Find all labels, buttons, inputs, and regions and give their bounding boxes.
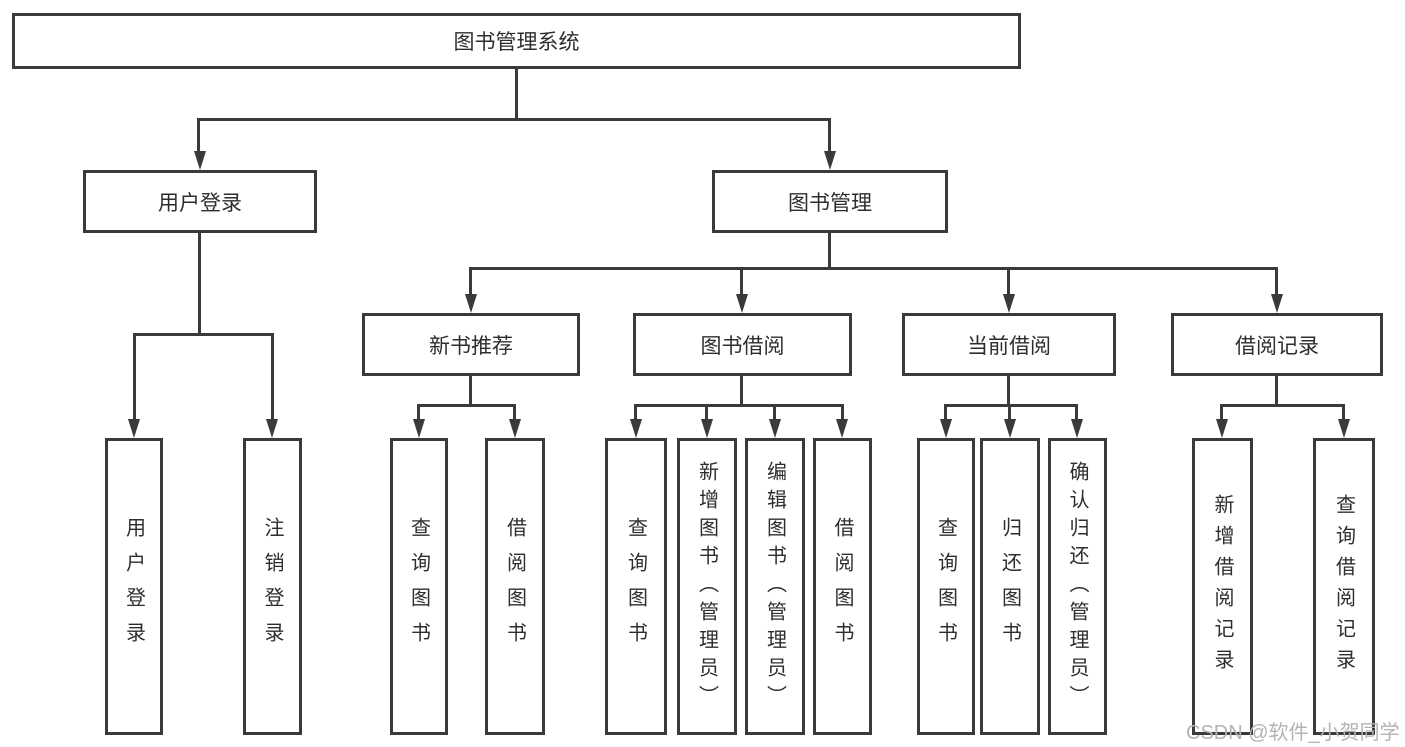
arrowhead-down [701,419,713,438]
arrowhead-down [1003,294,1015,313]
connector-line [271,333,274,420]
connector-line [133,333,274,336]
arrowhead-down [940,419,952,438]
connector-line [828,233,831,270]
node-root-label: 图书管理系统 [453,31,580,54]
connector-line [740,267,743,296]
node-book-borrow-label: 图书借阅 [700,334,785,358]
connector-line [199,118,831,121]
connector-line [1275,267,1278,296]
arrowhead-down [194,151,206,170]
connector-line [515,69,518,119]
connector-line [470,267,1278,270]
connector-line [469,376,472,407]
connector-line [1220,404,1223,421]
leaf-add-book-admin: 新增图书（管理员） [677,438,737,735]
connector-line [513,404,516,421]
connector-line [828,118,831,154]
node-new-book-recommend-label: 新书推荐 [429,334,513,358]
connector-line [740,376,743,407]
node-book-management: 图书管理 [712,170,948,233]
arrowhead-down [1216,419,1228,438]
leaf-label: 编辑图书（管理员） [763,460,786,713]
node-user-login-label: 用户登录 [158,191,242,215]
connector-line [946,404,1078,407]
connector-line [1007,267,1010,296]
connector-line [705,404,708,421]
connector-line [1007,376,1010,407]
connector-line [469,267,472,296]
leaf-logout: 注销登录 [243,438,302,735]
leaf-label: 新增图书（管理员） [695,460,718,713]
leaf-query-book-1: 查询图书 [390,438,448,735]
leaf-label: 注销登录 [261,516,283,657]
leaf-label: 查询图书 [934,516,957,657]
node-borrow-record: 借阅记录 [1171,313,1383,376]
connector-line [636,404,843,407]
connector-line [419,404,516,407]
connector-line [1275,376,1278,407]
arrowhead-down [266,419,278,438]
arrowhead-down [128,419,140,438]
connector-line [841,404,844,421]
node-user-login: 用户登录 [83,170,317,233]
node-book-management-label: 图书管理 [788,191,872,215]
leaf-query-book-3: 查询图书 [917,438,975,735]
node-borrow-record-label: 借阅记录 [1235,334,1319,358]
leaf-label: 借阅图书 [831,516,853,657]
arrowhead-down [1004,419,1016,438]
leaf-label: 借阅图书 [503,516,526,657]
arrowhead-down [413,419,425,438]
leaf-label: 查询图书 [624,516,647,657]
connector-line [944,404,947,421]
arrowhead-down [769,419,781,438]
leaf-query-book-2: 查询图书 [605,438,667,735]
arrowhead-down [509,419,521,438]
node-root: 图书管理系统 [12,13,1021,69]
watermark: CSDN @软件_小贺同学 [1186,716,1400,745]
leaf-borrow-book-1: 借阅图书 [485,438,545,735]
node-current-borrow-label: 当前借阅 [967,334,1051,358]
connector-line [1075,404,1078,421]
connector-line [634,404,637,421]
connector-line [773,404,776,421]
leaf-label: 用户登录 [122,516,145,657]
arrowhead-down [736,294,748,313]
connector-line [133,333,136,420]
arrowhead-down [465,294,477,313]
leaf-return-book: 归还图书 [980,438,1040,735]
connector-line [197,118,200,154]
leaf-label: 查询借阅记录 [1332,493,1355,680]
watermark-text: CSDN @软件_小贺同学 [1186,722,1400,744]
arrowhead-down [1271,294,1283,313]
leaf-confirm-return-admin: 确认归还（管理员） [1048,438,1107,735]
connector-line [198,233,201,335]
connector-line [417,404,420,421]
node-new-book-recommend: 新书推荐 [362,313,580,376]
leaf-label: 归还图书 [998,516,1021,657]
leaf-label: 新增借阅记录 [1211,493,1233,680]
connector-line [1222,404,1345,407]
arrowhead-down [824,151,836,170]
connector-line [1008,404,1011,421]
connector-line [1342,404,1345,421]
node-current-borrow: 当前借阅 [902,313,1116,376]
leaf-user-login: 用户登录 [105,438,163,735]
leaf-add-borrow-record: 新增借阅记录 [1192,438,1253,735]
arrowhead-down [836,419,848,438]
node-book-borrow: 图书借阅 [633,313,852,376]
leaf-label: 查询图书 [407,516,430,657]
arrowhead-down [1071,419,1083,438]
arrowhead-down [630,419,642,438]
leaf-borrow-book-2: 借阅图书 [813,438,872,735]
leaf-query-borrow-record: 查询借阅记录 [1313,438,1375,735]
arrowhead-down [1338,419,1350,438]
leaf-label: 确认归还（管理员） [1066,460,1088,713]
leaf-edit-book-admin: 编辑图书（管理员） [745,438,805,735]
